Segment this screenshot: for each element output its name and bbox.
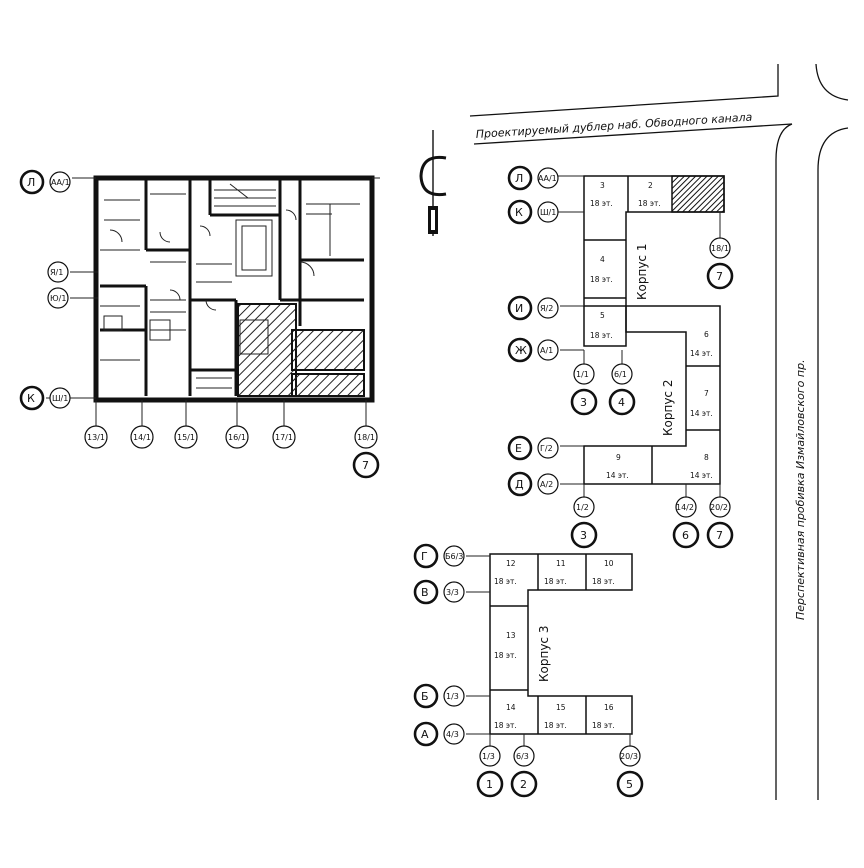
axis-letter: В xyxy=(421,586,429,599)
section-number: 12 xyxy=(506,559,516,568)
axis-letter: Ж xyxy=(515,344,527,357)
axis-code: 1/2 xyxy=(576,503,589,512)
axis-code: 15/1 xyxy=(177,433,195,442)
section-floors: 18 эт. xyxy=(638,199,661,208)
axis-number: 3 xyxy=(580,529,587,542)
section-floors: 14 эт. xyxy=(690,471,713,480)
section-floors: 14 эт. xyxy=(606,471,629,480)
section-floors: 18 эт. xyxy=(592,721,615,730)
road-top-label: Проектируемый дублер наб. Обводного кана… xyxy=(475,111,753,141)
hatched-section xyxy=(671,175,725,213)
axis-letter: К xyxy=(515,206,523,219)
axis-code: 20/3 xyxy=(620,752,638,761)
axis-letter: Г xyxy=(421,550,428,563)
section-number: 14 xyxy=(506,703,516,712)
axis-code: 1/3 xyxy=(446,692,459,701)
axis-code: А/1 xyxy=(540,346,553,355)
axis-letter: А xyxy=(421,728,429,741)
corpus-label: Корпус 1 xyxy=(635,244,649,300)
section-floors: 18 эт. xyxy=(592,577,615,586)
axis-number: 3 xyxy=(580,396,587,409)
section-number: 11 xyxy=(556,559,566,568)
section-number: 4 xyxy=(600,255,605,264)
axis-code: 18/1 xyxy=(357,433,375,442)
road-right-label: Перспективная пробивка Измайловского пр. xyxy=(794,359,807,620)
axis-code: 4/3 xyxy=(446,730,459,739)
section-number: 13 xyxy=(506,631,516,640)
axis-code: 1/3 xyxy=(482,752,495,761)
north-arrow-icon xyxy=(419,130,447,236)
section-number: 16 xyxy=(604,703,614,712)
section-number: 6 xyxy=(704,330,709,339)
section-number: 7 xyxy=(704,389,709,398)
section-floors: 18 эт. xyxy=(544,577,567,586)
section-floors: 18 эт. xyxy=(494,651,517,660)
section-floors: 18 эт. xyxy=(590,275,613,284)
axis-code: 14/1 xyxy=(133,433,151,442)
axis-code: Ш/1 xyxy=(52,394,68,403)
axis-code: 16/1 xyxy=(228,433,246,442)
axis-code: АА/1 xyxy=(51,178,70,187)
axis-code: АА/1 xyxy=(538,174,557,183)
axis-letter: И xyxy=(515,302,523,315)
corpus-1: 3 18 эт. 2 18 эт. 4 18 эт. Корпус 1 Л АА… xyxy=(507,165,734,363)
axis-code: 18/1 xyxy=(711,244,729,253)
axis-number: 7 xyxy=(716,270,723,283)
section-number: 5 xyxy=(600,311,605,320)
axis-number: 7 xyxy=(716,529,723,542)
axis-letter: Б xyxy=(421,690,429,703)
axis-letter: Е xyxy=(515,442,522,455)
section-floors: 14 эт. xyxy=(690,409,713,418)
axis-number: 1 xyxy=(486,778,493,791)
section-floors: 18 эт. xyxy=(590,331,613,340)
axis-letter: К xyxy=(27,392,35,405)
axis-code: 3/3 xyxy=(446,588,459,597)
axis-code: Г/2 xyxy=(540,444,553,453)
plan-axis-bubbles: Л АА/1 Я/1 Ю/1 К Ш/1 13/1 14/1 15/1 16/1… xyxy=(19,169,380,479)
axis-code: Ю/1 xyxy=(50,294,66,303)
section-floors: 18 эт. xyxy=(494,721,517,730)
axis-bubble-L xyxy=(19,169,45,195)
axis-code: Ш/1 xyxy=(540,208,556,217)
corpus-3: 12 18 эт. 11 18 эт. 10 18 эт. 13 18 эт. … xyxy=(413,543,644,798)
axis-code: А/2 xyxy=(540,480,553,489)
section-floors: 18 эт. xyxy=(590,199,613,208)
axis-code: 20/2 xyxy=(710,503,728,512)
section-floors: 18 эт. xyxy=(544,721,567,730)
axis-code: 17/1 xyxy=(275,433,293,442)
axis-letter: Л xyxy=(27,176,35,189)
axis-number: 7 xyxy=(362,459,369,472)
axis-code: 1/1 xyxy=(576,370,589,379)
corpus-label: Корпус 2 xyxy=(661,380,675,436)
axis-letter: Л xyxy=(515,172,523,185)
axis-bubble-K xyxy=(19,385,45,411)
axis-number: 4 xyxy=(618,396,625,409)
section-floors: 18 эт. xyxy=(494,577,517,586)
corpus-label: Корпус 3 xyxy=(537,626,551,682)
section-number: 10 xyxy=(604,559,614,568)
plan-hatched-area xyxy=(237,303,297,397)
floor-plan xyxy=(46,175,380,426)
axis-code: 13/1 xyxy=(87,433,105,442)
axis-code: Я/2 xyxy=(540,304,553,313)
section-floors: 14 эт. xyxy=(690,349,713,358)
section-number: 8 xyxy=(704,453,709,462)
axis-letter: Д xyxy=(515,478,524,491)
corpus-2: 5 18 эт. 6 14 эт. 7 14 эт. 8 14 эт. 9 14… xyxy=(507,305,734,549)
axis-code: 14/2 xyxy=(676,503,694,512)
axis-number: 6 xyxy=(682,529,689,542)
axis-number: 2 xyxy=(520,778,527,791)
axis-code: 6/3 xyxy=(516,752,529,761)
section-number: 3 xyxy=(600,181,605,190)
road-right: Перспективная пробивка Измайловского пр. xyxy=(794,359,807,620)
axis-code: Б6/3 xyxy=(445,552,463,561)
axis-code: 6/1 xyxy=(614,370,627,379)
section-number: 9 xyxy=(616,453,621,462)
axis-number: 5 xyxy=(626,778,633,791)
section-number: 2 xyxy=(648,181,653,190)
section-number: 15 xyxy=(556,703,566,712)
axis-code: Я/1 xyxy=(50,268,63,277)
